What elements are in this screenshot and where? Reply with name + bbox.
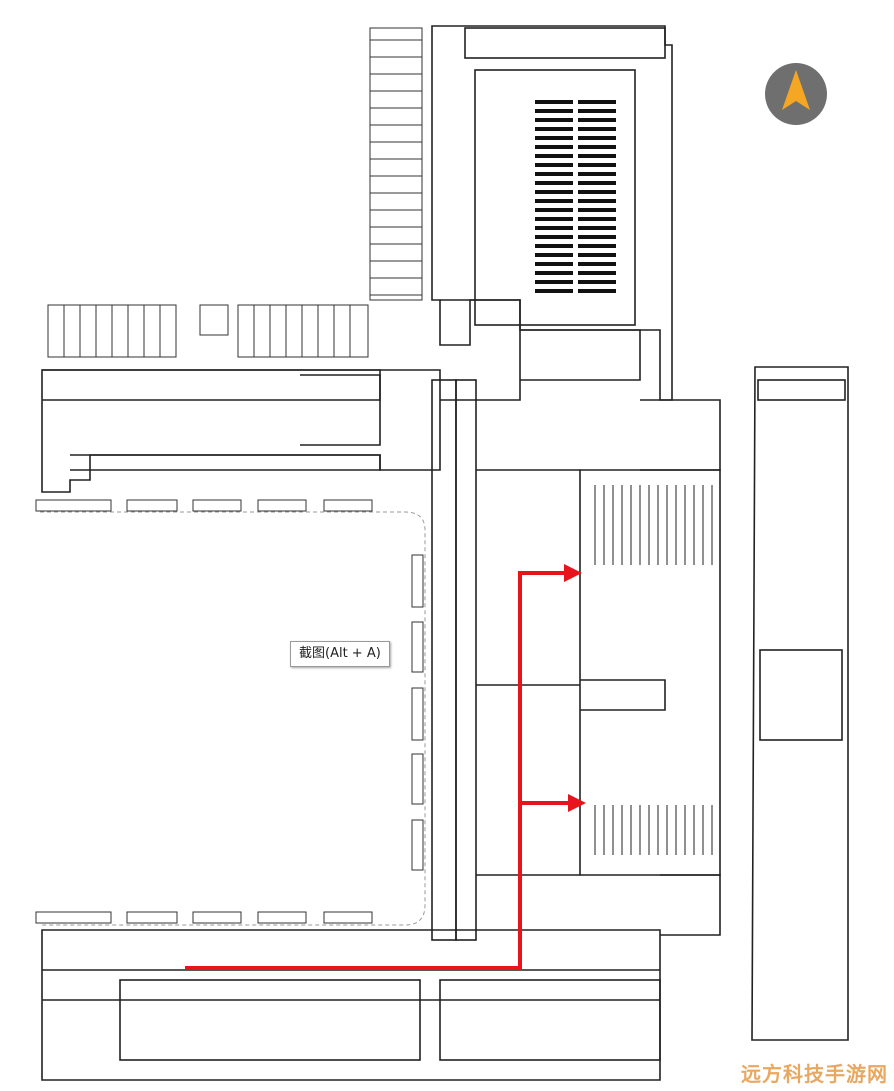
route-path xyxy=(185,564,586,970)
north-arrow-icon xyxy=(765,63,827,125)
screenshot-tooltip: 截图(Alt + A) xyxy=(290,641,390,667)
watermark: 远方科技手游网 xyxy=(741,1062,888,1086)
